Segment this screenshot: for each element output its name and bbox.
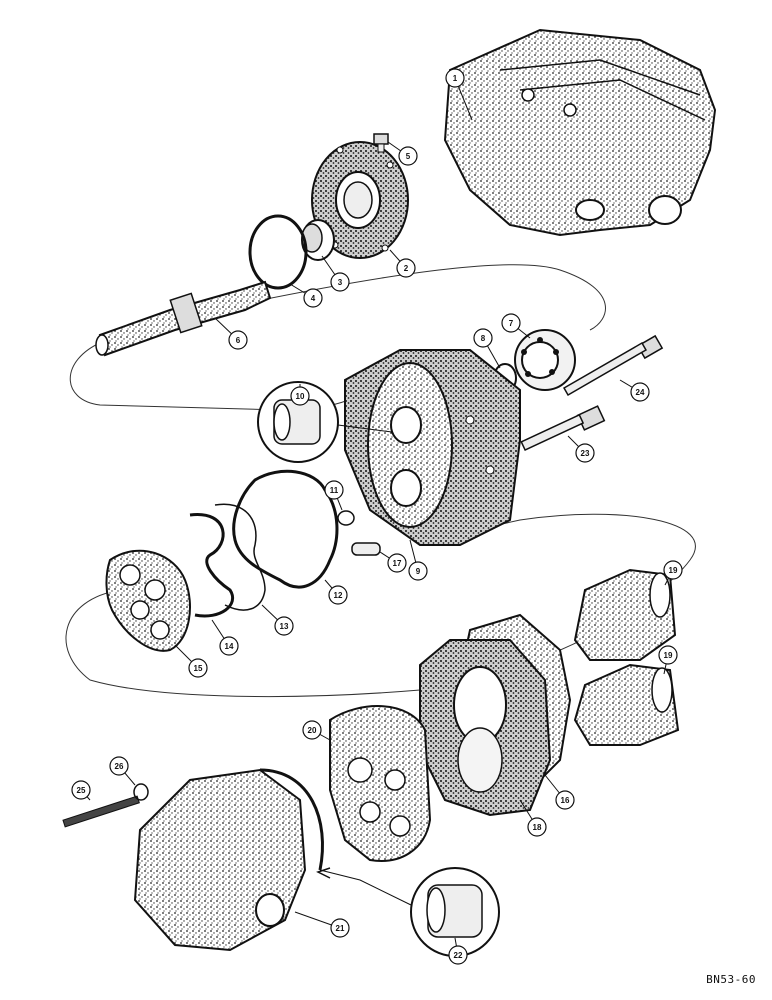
callout-number: 7 — [509, 319, 514, 328]
callout-number: 24 — [636, 388, 645, 397]
callout-circle — [408, 561, 428, 581]
part-bolt-short — [520, 405, 606, 452]
part-wear-seal — [189, 513, 234, 618]
callout-number: 14 — [225, 642, 234, 651]
part-wear-plate — [105, 549, 191, 652]
callout-number: 19 — [664, 651, 673, 660]
part-gear-housing — [419, 639, 552, 817]
callout-number: 21 — [336, 924, 345, 933]
callout-circle — [328, 585, 348, 605]
part-bolt-long — [563, 334, 664, 396]
callout-number: 6 — [236, 336, 241, 345]
part-rod — [62, 795, 140, 828]
part-ball-bearing — [514, 329, 576, 391]
callout-circle — [630, 382, 650, 402]
callout-number: 22 — [454, 951, 463, 960]
part-front-bearing-inset — [316, 867, 500, 957]
callout-circle — [396, 258, 416, 278]
part-thin-seal — [214, 503, 266, 611]
callout-number: 25 — [77, 786, 86, 795]
callout-number: 23 — [581, 449, 590, 458]
callout-circle — [398, 146, 418, 166]
callout-circle — [663, 560, 683, 580]
callout-number: 12 — [334, 591, 343, 600]
part-screw — [373, 133, 389, 153]
callout-number: 15 — [194, 664, 203, 673]
callout-circle — [109, 756, 129, 776]
part-front-plate — [329, 705, 432, 862]
callout-number: 2 — [404, 264, 409, 273]
callout-number: 1 — [453, 74, 458, 83]
callout-circle — [324, 480, 344, 500]
callout-number: 13 — [280, 622, 289, 631]
callout-circle — [274, 616, 294, 636]
callout-circle — [473, 328, 493, 348]
part-dowel-pin — [351, 542, 381, 556]
part-drive-shaft — [95, 280, 272, 357]
callout-circle — [501, 313, 521, 333]
part-o-ring — [248, 214, 308, 290]
part-front-cover — [133, 768, 324, 952]
callout-circle — [555, 790, 575, 810]
callout-circle — [575, 443, 595, 463]
callout-number: 8 — [481, 334, 486, 343]
callout-number: 5 — [406, 152, 411, 161]
callout-number: 10 — [296, 392, 305, 401]
callout-circle — [330, 272, 350, 292]
part-housing-rear — [443, 28, 717, 237]
callout-circle — [658, 645, 678, 665]
callout-circle — [71, 780, 91, 800]
part-drive-gear — [573, 663, 680, 746]
figure-code: BN53-60 — [706, 973, 756, 986]
callout-circle — [188, 658, 208, 678]
callout-circle — [290, 386, 310, 406]
callout-number: 18 — [533, 823, 542, 832]
callout-number: 16 — [561, 796, 570, 805]
part-bushing — [301, 219, 335, 261]
callout-circle — [448, 945, 468, 965]
callout-number: 17 — [393, 559, 402, 568]
part-body-gasket — [232, 469, 339, 589]
callout-circle — [303, 288, 323, 308]
callout-circle — [219, 636, 239, 656]
part-needle-bearing-inset — [257, 381, 393, 463]
callout-number: 11 — [330, 486, 339, 495]
callout-circle — [527, 817, 547, 837]
callout-number: 3 — [338, 278, 343, 287]
callout-circle — [330, 918, 350, 938]
part-small-seal — [337, 510, 355, 526]
callout-number: 4 — [311, 294, 316, 303]
callout-number: 26 — [115, 762, 124, 771]
callout-number: 19 — [669, 566, 678, 575]
part-driven-gear — [573, 568, 677, 661]
callout-circle — [387, 553, 407, 573]
callout-labels: 1234567891011121314151617181919202122232… — [71, 68, 683, 965]
callout-number: 9 — [416, 567, 421, 576]
part-center-body — [344, 349, 521, 546]
part-small-ring — [133, 783, 149, 801]
callout-circle — [445, 68, 465, 88]
callout-circle — [302, 720, 322, 740]
part-retainer-plate — [311, 141, 409, 259]
callout-circle — [228, 330, 248, 350]
callout-number: 20 — [308, 726, 317, 735]
